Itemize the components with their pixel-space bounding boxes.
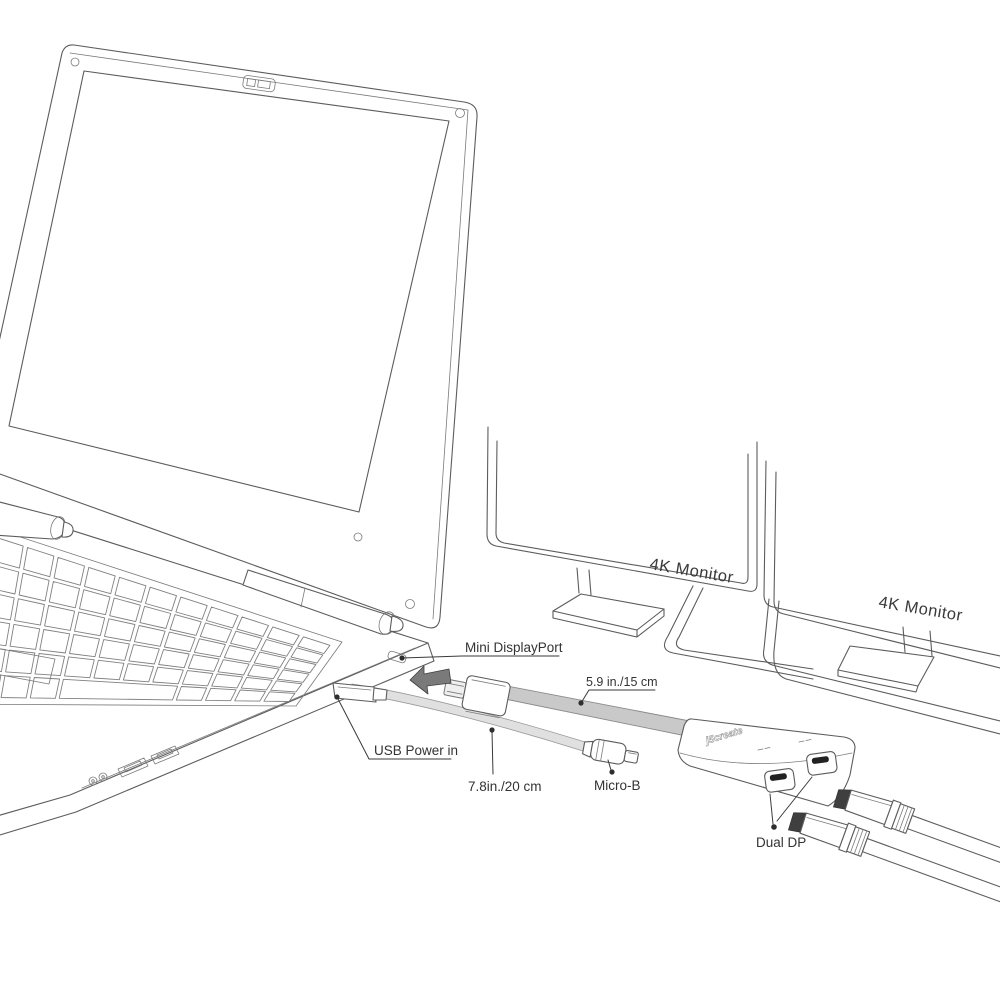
touchpad bbox=[0, 648, 56, 685]
laptop-base-front-edge bbox=[0, 642, 429, 816]
bezel-screw-icon bbox=[353, 532, 363, 542]
mini-dp-connector bbox=[443, 675, 511, 719]
monitor-right-frame-inner bbox=[773, 471, 1000, 669]
left-arrow-icon bbox=[409, 665, 452, 695]
monitor-left-frame-inner bbox=[495, 440, 749, 584]
callout-dual-dp: Dual DP bbox=[756, 776, 813, 850]
bezel-screw-icon bbox=[455, 108, 465, 118]
keyboard-keys bbox=[0, 538, 331, 702]
micro-b-connector bbox=[582, 738, 639, 765]
adapter-body bbox=[677, 718, 856, 807]
monitor-left-stand-foot bbox=[552, 593, 665, 631]
label-micro-b: Micro-B bbox=[594, 778, 641, 793]
monitor-right-stand-foot bbox=[837, 645, 935, 687]
audio-jack-icon bbox=[88, 776, 98, 786]
monitor-left-base-plate-outer bbox=[663, 585, 814, 680]
monitor-right bbox=[762, 460, 1000, 735]
monitor-right-stand-neck bbox=[902, 626, 933, 657]
label-monitor-1: 4K Monitor bbox=[648, 555, 735, 587]
callout-usb-power-in: USB Power in bbox=[334, 694, 458, 760]
adapter: j5create bbox=[677, 718, 856, 807]
dp-cable-2 bbox=[787, 812, 1000, 966]
usb-power-cable bbox=[332, 682, 639, 765]
callout-length-short: 5.9 in./15 cm bbox=[578, 675, 658, 706]
usb-port-icon bbox=[117, 757, 149, 778]
monitor-left-base-plate-inner bbox=[675, 587, 814, 670]
webcam bbox=[242, 75, 276, 93]
callout-mini-displayport: Mini DisplayPort bbox=[399, 640, 563, 661]
dp-out-port-2 bbox=[806, 751, 838, 776]
laptop-screen bbox=[8, 70, 450, 513]
monitor-right-base-plate-inner bbox=[773, 600, 1000, 735]
monitor-left-stand-foot-edge bbox=[552, 608, 665, 638]
callout-micro-b: Micro-B bbox=[594, 759, 641, 793]
hinge-left bbox=[0, 501, 74, 540]
dp-cable-1 bbox=[832, 789, 1000, 943]
monitor-right-stand-foot-edge bbox=[837, 669, 919, 693]
label-mini-displayport: Mini DisplayPort bbox=[465, 640, 563, 655]
label-length-short: 5.9 in./15 cm bbox=[586, 675, 658, 689]
monitor-right-frame-outer bbox=[763, 460, 1000, 657]
mini-dp-cable bbox=[443, 675, 691, 737]
dp-out-port-1 bbox=[764, 768, 796, 793]
hinge-right bbox=[242, 569, 404, 635]
monitor-left bbox=[486, 426, 814, 680]
mini-displayport-port-icon bbox=[387, 650, 407, 664]
bezel-screw-icon bbox=[405, 599, 415, 609]
label-dual-dp: Dual DP bbox=[756, 835, 806, 850]
usb-port-icon bbox=[150, 745, 180, 765]
label-usb-power-in: USB Power in bbox=[374, 743, 458, 758]
port-marking bbox=[757, 739, 812, 751]
monitor-right-base-plate-outer bbox=[762, 598, 1000, 722]
audio-jack-icon bbox=[98, 772, 108, 782]
laptop bbox=[0, 44, 478, 836]
label-length-long: 7.8in./20 cm bbox=[468, 779, 542, 794]
label-monitor-2: 4K Monitor bbox=[877, 593, 964, 625]
callout-length-long: 7.8in./20 cm bbox=[468, 727, 542, 794]
monitor-left-stand-neck bbox=[576, 567, 592, 596]
laptop-side-ports bbox=[88, 650, 407, 786]
usb-a-connector bbox=[332, 682, 388, 703]
laptop-palmrest-rim bbox=[81, 647, 416, 789]
monitor-left-frame-outer bbox=[486, 426, 758, 592]
bezel-screw-icon bbox=[70, 57, 80, 67]
keyboard-well bbox=[0, 529, 343, 707]
